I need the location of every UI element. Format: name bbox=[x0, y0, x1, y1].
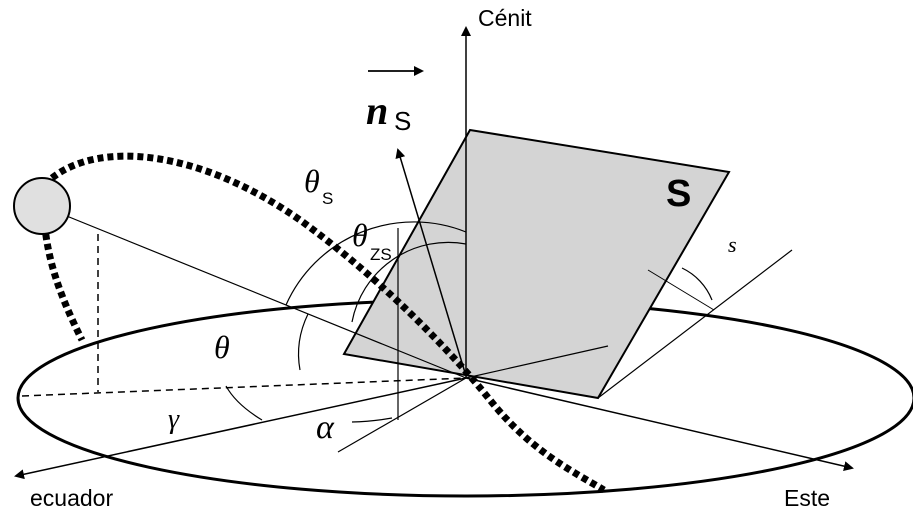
sun-ray-line bbox=[41, 205, 467, 379]
theta-s-label: θ bbox=[304, 163, 320, 199]
north-direction-line bbox=[465, 345, 609, 379]
tilt-reference-line bbox=[597, 249, 793, 399]
normal-vector-label: n bbox=[366, 88, 388, 133]
surface-label: S bbox=[666, 173, 691, 215]
east-label: Este bbox=[784, 485, 830, 511]
theta-zs-subscript: ZS bbox=[370, 245, 392, 264]
east-axis bbox=[465, 377, 854, 472]
theta-zs-label: θ bbox=[352, 217, 368, 253]
surface-normal-vector bbox=[395, 148, 467, 377]
surface-azimuth-line bbox=[337, 377, 467, 453]
gamma-arc bbox=[225, 385, 263, 421]
theta-zs-arc bbox=[351, 241, 467, 323]
sun-horizontal-projection bbox=[21, 377, 467, 397]
inclined-surface bbox=[342, 128, 731, 400]
theta-label: θ bbox=[214, 329, 230, 365]
theta-arc bbox=[297, 313, 309, 371]
normal-vector-subscript: S bbox=[394, 106, 411, 136]
tilt-angle-arc bbox=[681, 267, 713, 301]
alpha-arc bbox=[351, 417, 393, 423]
sun-disc bbox=[13, 177, 71, 235]
theta-s-arc bbox=[285, 221, 467, 306]
equator-label: ecuador bbox=[30, 485, 113, 511]
gamma-label: γ bbox=[168, 404, 180, 435]
tilt-label: s bbox=[728, 232, 737, 257]
tilt-base-line bbox=[647, 269, 715, 311]
sun-path-main-curve bbox=[49, 152, 606, 494]
zenith-label: Cénit bbox=[478, 5, 532, 31]
theta-s-subscript: S bbox=[322, 189, 333, 208]
equator-axis bbox=[14, 377, 467, 480]
alpha-label: α bbox=[316, 409, 335, 446]
